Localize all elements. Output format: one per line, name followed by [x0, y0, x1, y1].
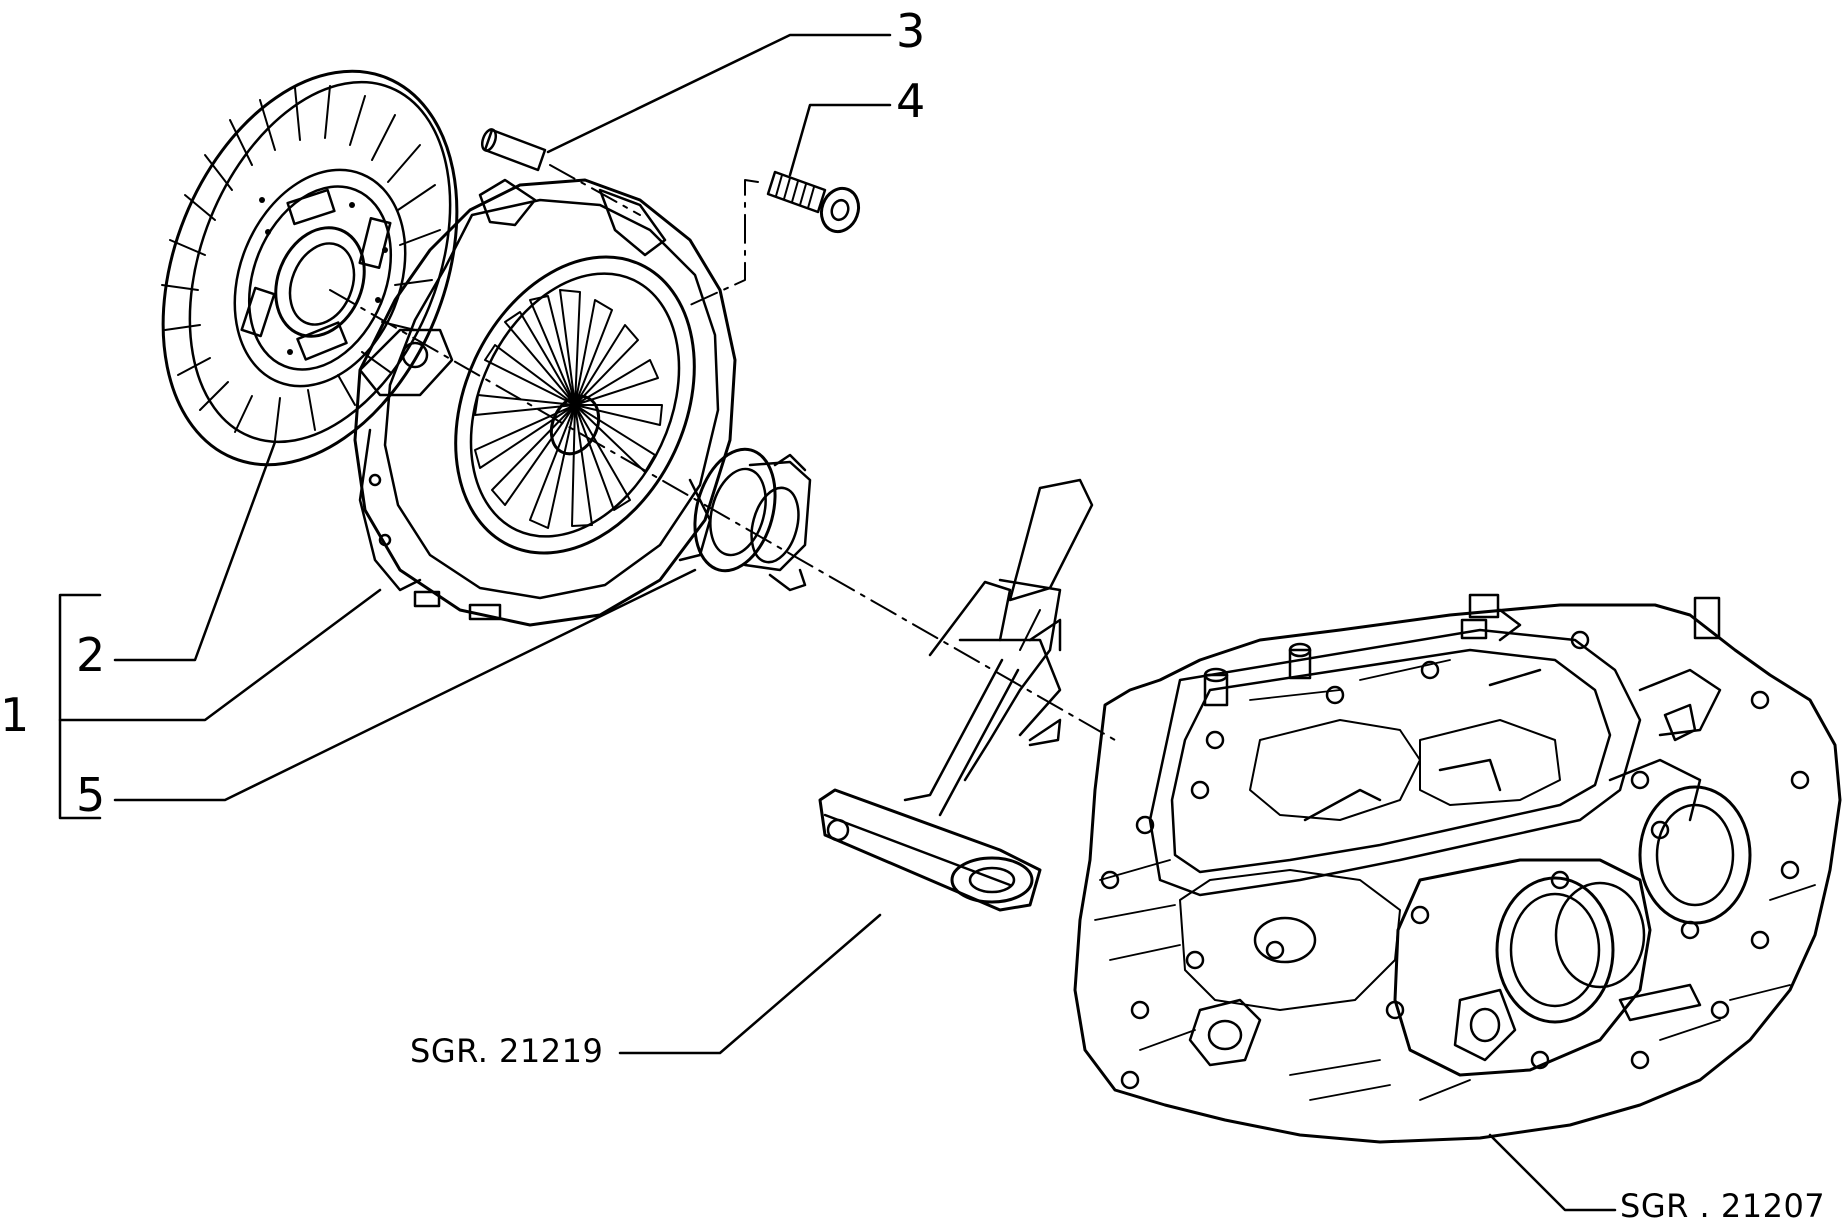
leader-3 — [546, 33, 892, 154]
clutch-disc — [161, 69, 459, 467]
callout-5: 5 — [76, 768, 106, 822]
reference-sgr-21207: SGR . 21207 — [1620, 1187, 1826, 1225]
center-axis — [329, 164, 1116, 741]
gearbox-housing — [1073, 593, 1842, 1144]
callout-2: 2 — [76, 628, 106, 682]
leader-2 — [113, 440, 277, 662]
callout-4: 4 — [896, 74, 926, 128]
group-bracket — [58, 593, 102, 820]
leader-sgr-21219 — [618, 913, 882, 1055]
leader-sgr-21207 — [1488, 1133, 1617, 1212]
bolt-axis — [689, 179, 759, 306]
reference-sgr-21219: SGR. 21219 — [410, 1032, 604, 1070]
dowel-pin — [480, 128, 547, 172]
release-fork — [818, 478, 1094, 912]
release-bearing — [693, 447, 812, 592]
leader-4 — [788, 103, 892, 177]
leader-5 — [113, 568, 697, 802]
callout-1: 1 — [0, 688, 30, 742]
bolt — [766, 170, 861, 234]
leader-lines — [58, 33, 1617, 1212]
pressure-plate — [353, 178, 737, 627]
leader-1 — [58, 588, 382, 722]
callout-3: 3 — [896, 4, 926, 58]
